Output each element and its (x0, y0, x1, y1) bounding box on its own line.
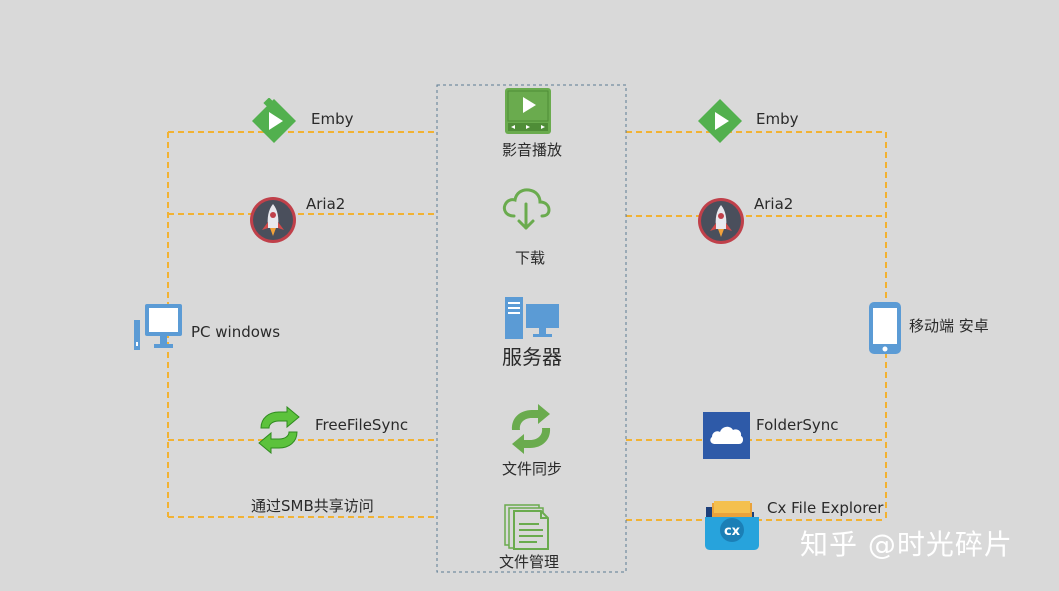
left-emby-icon (251, 97, 297, 144)
desktop-monitor-icon (133, 302, 183, 352)
foldersync-cloud-icon (703, 412, 750, 459)
file-sync-label: 文件同步 (501, 460, 563, 478)
smartphone-icon (867, 300, 903, 356)
sync-arrows-icon (506, 404, 556, 454)
cx-folder-icon: cx (704, 499, 760, 551)
right-emby-label: Emby (756, 110, 799, 128)
left-emby-label: Emby (311, 110, 354, 128)
media-playback-label: 影音播放 (501, 141, 563, 159)
video-player-icon (504, 87, 552, 135)
right-aria2-label: Aria2 (754, 195, 794, 213)
left-aria2-label: Aria2 (306, 195, 346, 213)
server-boundary-box (436, 84, 627, 573)
cx-file-explorer-label: Cx File Explorer (767, 499, 884, 517)
document-stack-icon (503, 503, 553, 551)
freefilesync-icon (255, 405, 303, 455)
left-aria2-rocket-icon (249, 196, 297, 244)
mobile-android-label: 移动端 安卓 (909, 317, 989, 335)
right-aria2-rocket-icon (697, 197, 745, 245)
watermark-text: 知乎 @时光碎片 (800, 528, 1013, 561)
server-pc-icon (504, 296, 560, 340)
download-label: 下载 (514, 249, 546, 267)
cloud-download-icon (500, 186, 552, 232)
foldersync-label: FolderSync (756, 416, 839, 434)
server-label: 服务器 (502, 345, 562, 369)
svg-text:cx: cx (724, 524, 741, 539)
file-management-label: 文件管理 (498, 553, 560, 571)
freefilesync-label: FreeFileSync (315, 416, 409, 434)
pc-windows-label: PC windows (191, 323, 281, 341)
right-emby-icon (697, 98, 743, 144)
smb-access-label: 通过SMB共享访问 (251, 497, 374, 515)
